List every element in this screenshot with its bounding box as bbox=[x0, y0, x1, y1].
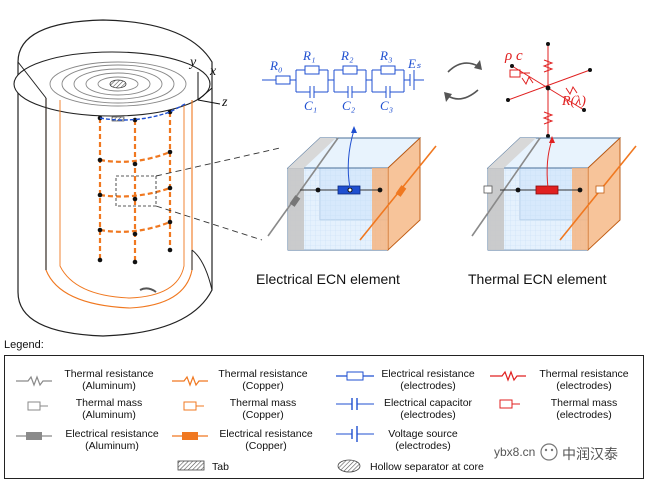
cell-cylinder bbox=[13, 19, 221, 337]
label-c2: C₂ bbox=[342, 98, 356, 113]
caption-thermal: Thermal ECN element bbox=[468, 271, 607, 287]
watermark-brand: 中润汉泰 bbox=[562, 447, 618, 463]
axis-y-label: y bbox=[190, 55, 197, 70]
legend-title: Legend: bbox=[4, 339, 44, 351]
label-rho-c: ρ c bbox=[505, 48, 523, 64]
legend-item-voltage-source-electrodes: Voltage source(electrodes) bbox=[388, 428, 458, 452]
legend-item-thermal-mass-copper: Thermal mass(Copper) bbox=[229, 397, 297, 421]
legend-item-thermal-resistance-copper: Thermal resistance(Copper) bbox=[218, 368, 308, 392]
axis-z-label: z bbox=[222, 95, 228, 110]
label-r0: R₀ bbox=[270, 58, 283, 73]
label-es: Eₛ bbox=[408, 56, 421, 71]
legend-item-electrical-resistance-electrodes: Electrical resistance(electrodes) bbox=[381, 368, 475, 392]
exchange-arrows-icon bbox=[444, 60, 482, 102]
legend-item-thermal-resistance-aluminum: Thermal resistance(Aluminum) bbox=[64, 368, 154, 392]
wechat-icon bbox=[540, 443, 558, 461]
axis-x-label: x bbox=[210, 64, 217, 79]
hollow-separator-core bbox=[109, 79, 127, 89]
legend-box bbox=[4, 355, 644, 479]
label-r2: R₂ bbox=[341, 48, 354, 63]
legend-icons bbox=[16, 370, 526, 473]
legend-item-thermal-mass-aluminum: Thermal mass(Aluminum) bbox=[75, 397, 143, 421]
thermal-ecn-element bbox=[471, 136, 637, 252]
label-r-lambda: R(λ) bbox=[562, 94, 586, 109]
label-c1: C₁ bbox=[304, 98, 318, 113]
legend-item-tab: Tab bbox=[212, 461, 229, 473]
selected-element-box bbox=[115, 175, 157, 207]
legend-item-electrical-capacitor-electrodes: Electrical capacitor(electrodes) bbox=[383, 397, 473, 421]
electrical-ecn-element bbox=[267, 126, 437, 252]
label-c3: C₃ bbox=[380, 98, 394, 113]
legend-item-electrical-resistance-copper: Electrical resistance(Copper) bbox=[219, 428, 313, 452]
legend-item-electrical-resistance-aluminum: Electrical resistance(Aluminum) bbox=[65, 428, 159, 452]
label-r1: R₁ bbox=[303, 48, 316, 63]
legend-item-thermal-resistance-electrodes: Thermal resistance(electrodes) bbox=[539, 368, 629, 392]
caption-electrical: Electrical ECN element bbox=[256, 271, 400, 287]
label-r3: R₃ bbox=[380, 48, 393, 63]
electrical-circuit-schematic bbox=[262, 65, 424, 98]
watermark-site: ybx8.cn bbox=[494, 445, 536, 459]
legend-item-thermal-mass-electrodes: Thermal mass(electrodes) bbox=[550, 397, 618, 421]
legend-item-hollow-separator: Hollow separator at core bbox=[370, 461, 484, 473]
